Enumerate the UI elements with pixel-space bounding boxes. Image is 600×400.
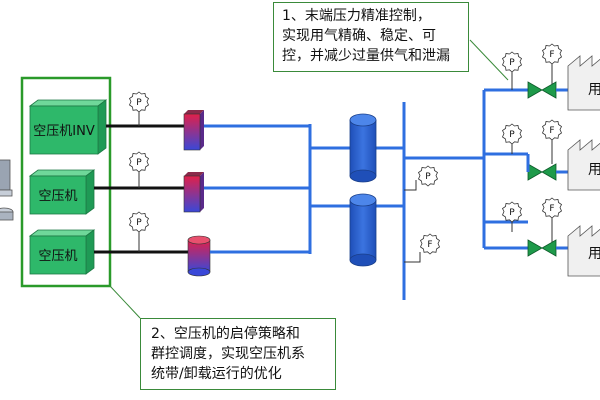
- end-user-1: 用: [567, 55, 600, 111]
- callout-line: 群控调度，实现空压机系: [151, 346, 305, 362]
- end-user-3: 用: [567, 225, 600, 277]
- svg-text:F: F: [549, 204, 554, 214]
- svg-text:P: P: [509, 58, 515, 68]
- compressor-2: 空压机: [28, 169, 96, 215]
- top-callout-leader: [469, 39, 509, 81]
- flow-gauge-icon: F: [420, 233, 440, 255]
- dryer-3: [187, 235, 211, 277]
- svg-text:P: P: [425, 172, 431, 182]
- callout-pressure-control: 1、末端压力精准控制， 实现用气精确、稳定、可 控，并减少过量供气和泄漏: [273, 2, 469, 72]
- callout-line: 统带/卸载运行的优化: [151, 366, 282, 382]
- svg-text:用: 用: [588, 162, 600, 178]
- compressor-label: 空压机: [38, 249, 77, 264]
- control-station-icon: [0, 159, 14, 221]
- pressure-gauge-icon: P: [129, 211, 149, 233]
- pressure-gauge-icon: P: [502, 51, 522, 73]
- callout-line: 实现用气精确、稳定、可: [282, 28, 436, 44]
- air-tank-2: [349, 193, 377, 267]
- air-tank-1: [349, 113, 377, 183]
- svg-text:P: P: [136, 98, 142, 108]
- pressure-gauge-icon: P: [418, 165, 438, 187]
- compressor-inv: 空压机INV: [28, 99, 108, 155]
- bottom-callout-leader: [109, 285, 141, 319]
- svg-text:P: P: [509, 130, 515, 140]
- compressor-label: 空压机INV: [33, 124, 95, 139]
- svg-text:F: F: [549, 126, 554, 136]
- callout-compressor-scheduling: 2、空压机的启停策略和 群控调度，实现空压机系 统带/卸载运行的优化: [140, 318, 336, 390]
- callout-line: 2、空压机的启停策略和: [151, 326, 300, 342]
- flow-gauge-icon: F: [542, 119, 562, 141]
- pressure-gauge-icon: P: [502, 201, 522, 223]
- control-valve-1: [527, 81, 557, 99]
- dryer-1: [183, 110, 204, 151]
- main-air-pipes: [204, 88, 528, 300]
- control-valve-3: [527, 239, 557, 257]
- flow-gauge-icon: F: [542, 197, 562, 219]
- compressor-group-frame: [20, 76, 112, 288]
- control-valve-2: [527, 163, 557, 181]
- callout-line: 控，并减少过量供气和泄漏: [282, 48, 450, 64]
- callout-line: 1、末端压力精准控制，: [282, 8, 431, 24]
- flow-gauge-icon: F: [542, 43, 562, 65]
- svg-text:用: 用: [588, 246, 600, 262]
- end-user-2: 用: [567, 139, 600, 191]
- pressure-gauge-icon: P: [502, 123, 522, 145]
- svg-text:P: P: [136, 158, 142, 168]
- compressor-outlet-pipes: [94, 124, 188, 254]
- compressor-label: 空压机: [38, 189, 77, 204]
- pressure-gauge-icon: P: [129, 151, 149, 173]
- dryer-2: [183, 172, 204, 213]
- svg-text:用: 用: [588, 82, 600, 98]
- svg-text:F: F: [427, 240, 432, 250]
- svg-text:F: F: [549, 50, 554, 60]
- pressure-gauge-icon: P: [129, 91, 149, 113]
- svg-text:P: P: [136, 218, 142, 228]
- compressor-3: 空压机: [28, 229, 96, 275]
- svg-text:P: P: [509, 208, 515, 218]
